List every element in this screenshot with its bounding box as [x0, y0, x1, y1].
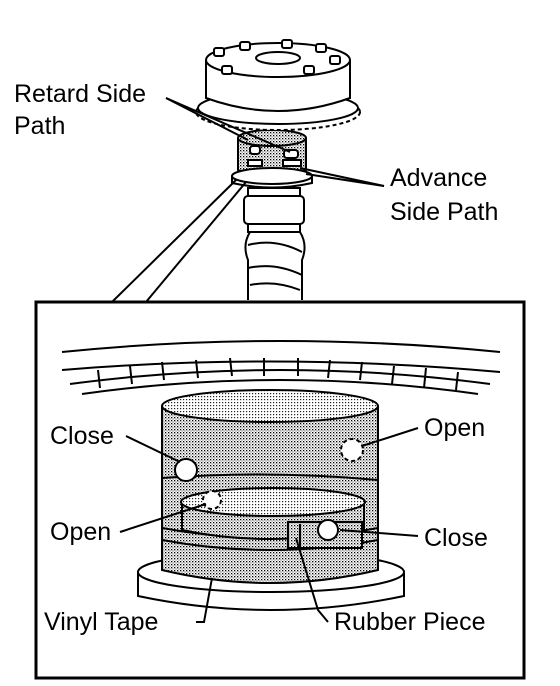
label-retard-line1: Retard Side: [14, 80, 146, 108]
label-close-right: Close: [424, 524, 488, 552]
label-rubber-piece: Rubber Piece: [334, 608, 485, 636]
label-close-left: Close: [50, 422, 114, 450]
camshaft-assembly: [195, 39, 361, 300]
label-vinyl-tape: Vinyl Tape: [44, 608, 158, 636]
label-advance-line1: Advance: [390, 164, 487, 192]
label-retard-line2: Path: [14, 112, 65, 140]
label-open-right: Open: [424, 414, 485, 442]
inset-detail: [61, 340, 501, 611]
label-open-left: Open: [50, 518, 111, 546]
inset-leader-lines: [119, 427, 419, 623]
label-advance-line2: Side Path: [390, 198, 498, 226]
top-leader-lines: [111, 97, 385, 303]
